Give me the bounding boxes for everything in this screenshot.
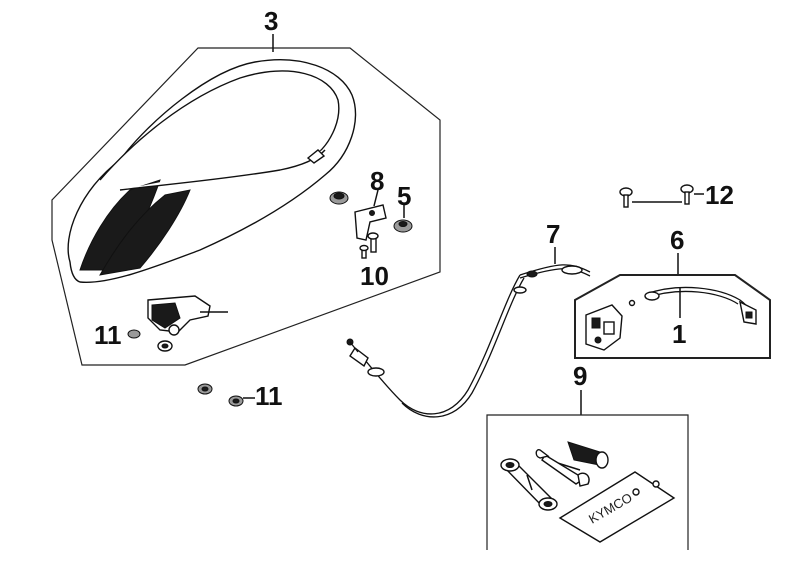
callout-12: 12 <box>705 180 734 210</box>
callout-9: 9 <box>573 361 587 391</box>
callout-11-lower: 11 <box>255 381 283 411</box>
callout-1: 1 <box>672 319 686 349</box>
tool-kit-frame <box>486 414 689 550</box>
seat-group-frame <box>51 47 441 366</box>
callout-6: 6 <box>670 225 684 255</box>
callout-3: 3 <box>264 6 278 36</box>
nut-set-11-upper <box>127 329 173 352</box>
seat-bracket-8 <box>354 204 387 241</box>
seat-lock-cable-7 <box>346 264 591 418</box>
seat-latch-bracket <box>147 295 228 336</box>
rubber-bumper-left <box>329 191 349 205</box>
callout-5: 5 <box>397 181 411 211</box>
bolts-12 <box>619 184 704 208</box>
tool-kit: KYMCO <box>500 441 676 543</box>
seat <box>67 59 357 283</box>
callout-11-upper: 11 <box>94 320 122 350</box>
callout-7: 7 <box>546 219 560 249</box>
seat-lock <box>585 299 636 351</box>
screwdriver <box>547 441 609 471</box>
seat-lock-frame <box>574 274 771 359</box>
lock-cable-1 <box>644 286 757 325</box>
callout-8: 8 <box>370 166 384 196</box>
callout-10: 10 <box>360 261 389 291</box>
bolt-10 <box>359 232 379 259</box>
rubber-bumper-5 <box>393 219 413 233</box>
box-spanner <box>500 458 558 511</box>
tool-bag: KYMCO <box>558 471 676 543</box>
wrench <box>535 449 590 487</box>
nut-set-11-lower <box>197 383 244 407</box>
